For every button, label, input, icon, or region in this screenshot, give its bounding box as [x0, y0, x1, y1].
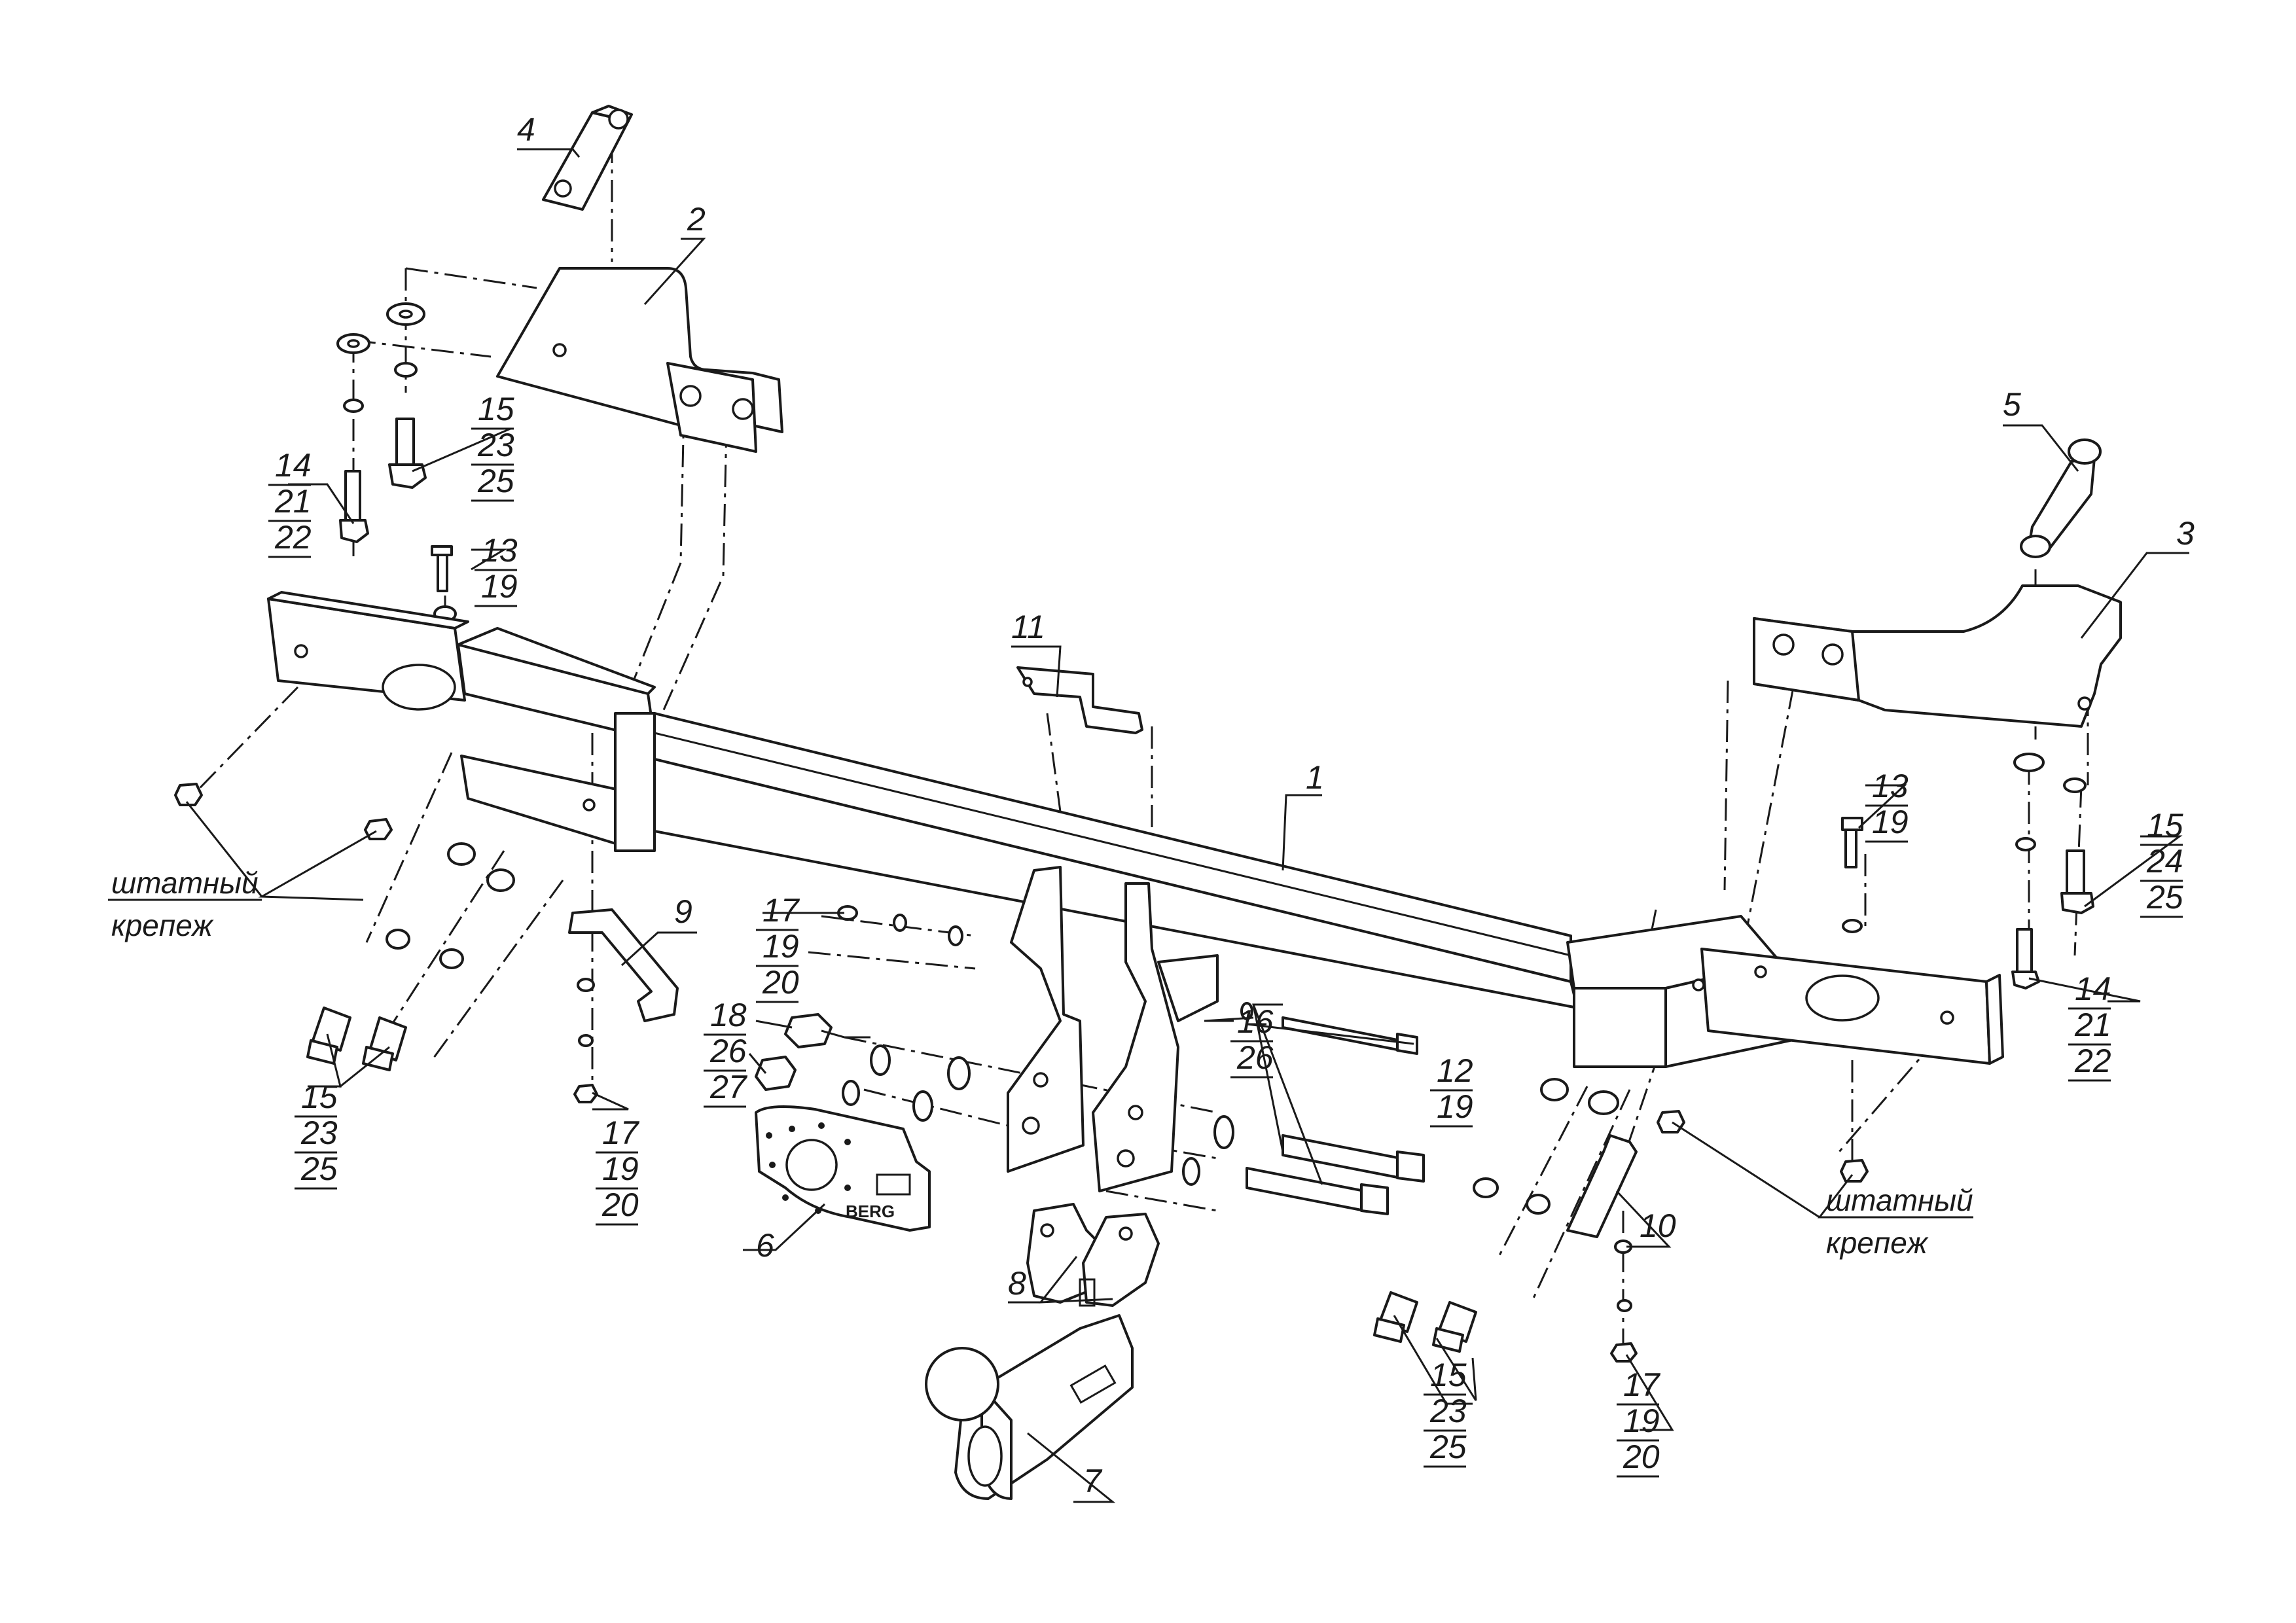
svg-text:14: 14 — [2075, 971, 2111, 1007]
label-group-14b: 14 21 22 — [2068, 971, 2111, 1082]
svg-text:штатный: штатный — [1826, 1183, 1973, 1217]
label-group-15b: 15 24 25 — [2140, 807, 2183, 918]
label-standard-fastener-left: штатный крепеж — [108, 866, 262, 942]
svg-text:20: 20 — [1623, 1438, 1660, 1475]
svg-text:25: 25 — [300, 1150, 338, 1187]
central-side-plates — [1007, 866, 1219, 1192]
label-group-18: 18 26 27 — [704, 997, 748, 1108]
right-upper-fasteners — [1841, 753, 2094, 990]
svg-text:16: 16 — [1237, 1003, 1274, 1040]
svg-text:штатный: штатный — [111, 866, 259, 900]
label-group-12: 12 19 — [1430, 1052, 1473, 1128]
svg-text:26: 26 — [709, 1033, 747, 1069]
svg-text:13: 13 — [481, 532, 518, 569]
label-part-1: 1 — [1306, 759, 1324, 796]
svg-text:крепеж: крепеж — [1826, 1226, 1929, 1260]
label-part-2: 2 — [687, 201, 706, 238]
part-6-socket-plate: BERG — [755, 1105, 931, 1232]
svg-text:19: 19 — [481, 568, 518, 605]
label-group-13b: 13 19 — [1865, 768, 1909, 843]
part-8-spacer-plates — [1026, 1203, 1160, 1307]
right-lower-fasteners — [1373, 1078, 1869, 1363]
svg-text:22: 22 — [2074, 1043, 2111, 1079]
berg-logo: BERG — [846, 1202, 895, 1221]
svg-text:23: 23 — [477, 427, 514, 463]
svg-text:14: 14 — [275, 447, 312, 484]
label-group-17a: 17 19 20 — [756, 892, 800, 1003]
label-part-9: 9 — [674, 893, 692, 930]
svg-text:25: 25 — [477, 463, 514, 499]
svg-text:26: 26 — [1236, 1039, 1274, 1076]
label-group-13a: 13 19 — [475, 532, 518, 607]
label-part-11: 11 — [1011, 609, 1045, 645]
label-standard-fastener-right: штатный крепеж — [1820, 1183, 1973, 1260]
label-group-15a: 15 23 25 — [471, 391, 514, 502]
svg-text:24: 24 — [2146, 843, 2183, 880]
central-fasteners — [755, 905, 1425, 1215]
svg-text:20: 20 — [601, 1186, 639, 1223]
label-part-4: 4 — [517, 111, 535, 148]
svg-text:19: 19 — [762, 928, 799, 965]
svg-text:13: 13 — [1872, 768, 1909, 804]
svg-text:15: 15 — [478, 391, 514, 427]
svg-text:25: 25 — [1429, 1429, 1467, 1465]
svg-text:21: 21 — [274, 483, 312, 520]
svg-text:27: 27 — [709, 1069, 748, 1105]
label-part-8: 8 — [1008, 1265, 1026, 1302]
svg-text:20: 20 — [762, 964, 799, 1001]
svg-text:22: 22 — [274, 519, 312, 556]
svg-text:крепеж: крепеж — [111, 908, 214, 942]
label-part-5: 5 — [2003, 386, 2021, 423]
svg-text:25: 25 — [2146, 879, 2183, 916]
svg-text:15: 15 — [301, 1079, 338, 1115]
label-group-16: 16 26 — [1230, 1003, 1274, 1079]
label-group-14a: 14 21 22 — [268, 447, 312, 558]
part-labels: 4 2 5 3 11 1 9 10 6 8 7 15 23 25 14 21 2… — [108, 111, 2195, 1499]
svg-text:15: 15 — [1430, 1357, 1467, 1393]
label-part-3: 3 — [2176, 515, 2195, 552]
svg-text:15: 15 — [2147, 807, 2183, 844]
part-2-left-bracket — [496, 267, 783, 453]
label-part-6: 6 — [756, 1227, 774, 1264]
svg-text:21: 21 — [2074, 1007, 2111, 1043]
svg-text:17: 17 — [602, 1115, 640, 1151]
part-1-cross-beam — [267, 591, 2004, 1068]
part-11-bracket — [1016, 666, 1143, 734]
label-part-10: 10 — [1640, 1207, 1676, 1244]
label-group-17c: 17 19 20 — [1617, 1366, 1661, 1478]
svg-text:12: 12 — [1437, 1052, 1473, 1089]
part-4-link-plate — [542, 105, 633, 211]
part-3-right-bracket — [1753, 584, 2122, 728]
part-5-link — [2020, 438, 2102, 558]
label-group-15c: 15 23 25 — [295, 1079, 338, 1190]
label-group-17b: 17 19 20 — [596, 1115, 640, 1226]
part-7-tow-ball — [925, 1314, 1134, 1500]
label-part-7: 7 — [1083, 1463, 1103, 1499]
svg-text:19: 19 — [1437, 1088, 1473, 1125]
svg-text:17: 17 — [1623, 1366, 1661, 1403]
leader-lines — [185, 148, 2189, 1503]
svg-text:19: 19 — [1623, 1402, 1660, 1439]
svg-text:17: 17 — [762, 892, 800, 929]
svg-text:18: 18 — [710, 997, 747, 1033]
svg-text:19: 19 — [602, 1150, 639, 1187]
label-group-15d: 15 23 25 — [1424, 1357, 1467, 1468]
svg-text:23: 23 — [300, 1115, 338, 1151]
svg-text:23: 23 — [1429, 1393, 1467, 1429]
svg-text:19: 19 — [1872, 804, 1909, 840]
